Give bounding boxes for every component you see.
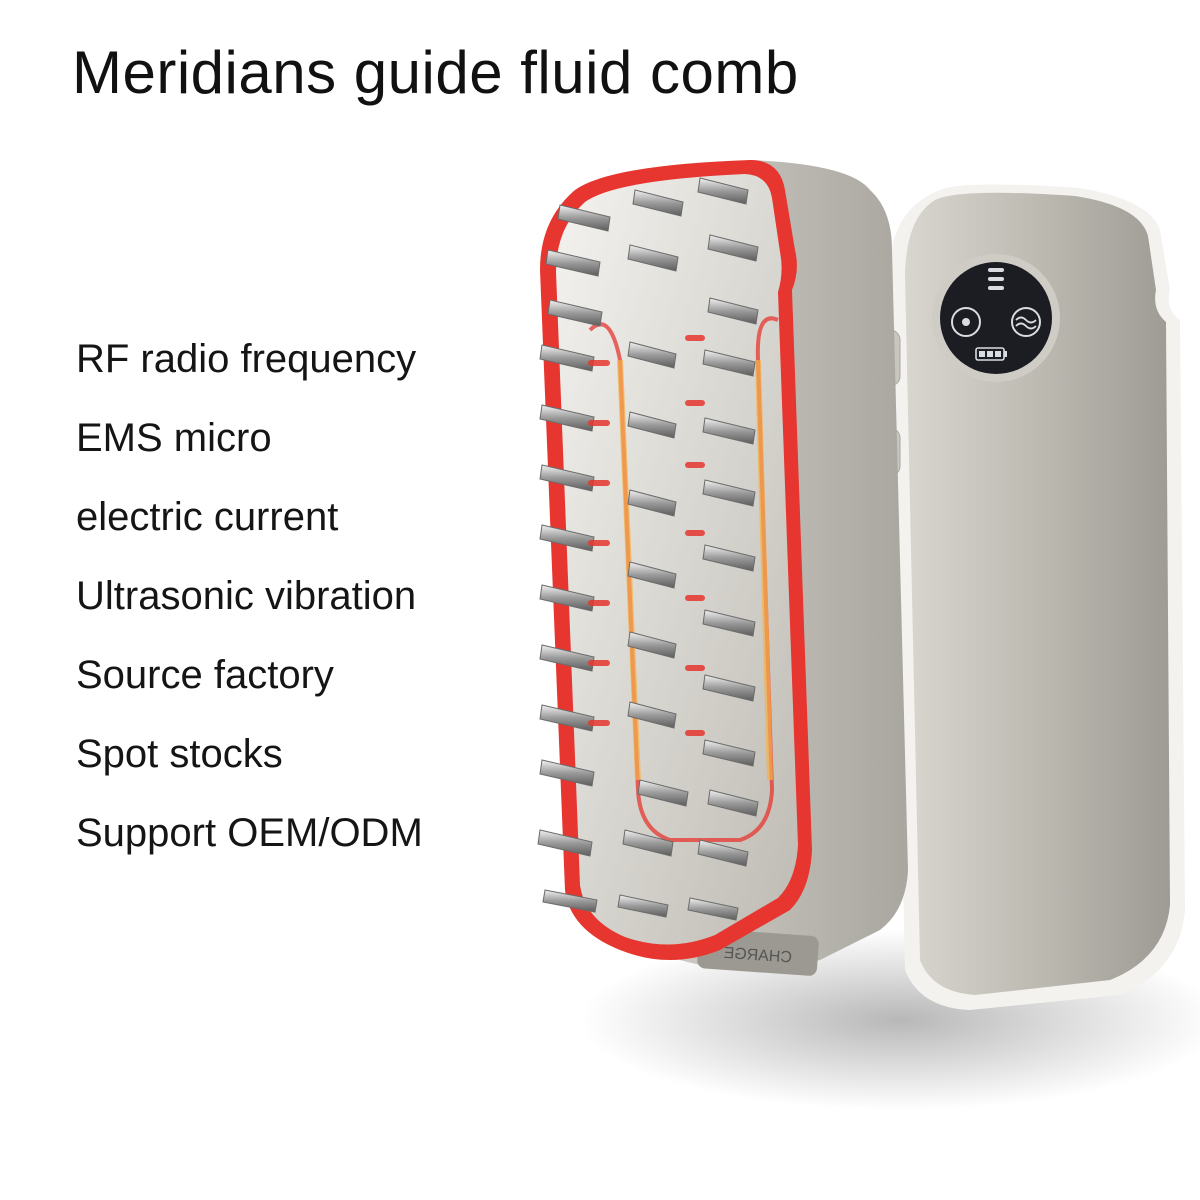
feature-item: RF radio frequency (76, 337, 417, 381)
level-bars-icon (988, 268, 1004, 290)
rf-mode-icon (951, 307, 981, 337)
comb-pins (537, 177, 759, 921)
feature-item: electric current (76, 495, 339, 539)
charge-label: CHARGE (723, 945, 792, 967)
device-back (877, 184, 1185, 1010)
feature-item: Source factory (76, 653, 334, 697)
battery-icon (975, 347, 1007, 361)
page-title: Meridians guide fluid comb (72, 39, 799, 106)
comb-front: CHARGE (537, 160, 908, 976)
led-lights (588, 335, 705, 736)
feature-item: Support OEM/ODM (76, 811, 423, 855)
feature-list: RF radio frequency EMS micro electric cu… (76, 333, 423, 886)
feature-item: Spot stocks (76, 732, 283, 776)
wave-mode-icon (1011, 307, 1041, 337)
feature-item: Ultrasonic vibration (76, 574, 417, 618)
feature-item: EMS micro (76, 416, 272, 460)
product-illustration: CHARGE (537, 160, 1200, 1110)
